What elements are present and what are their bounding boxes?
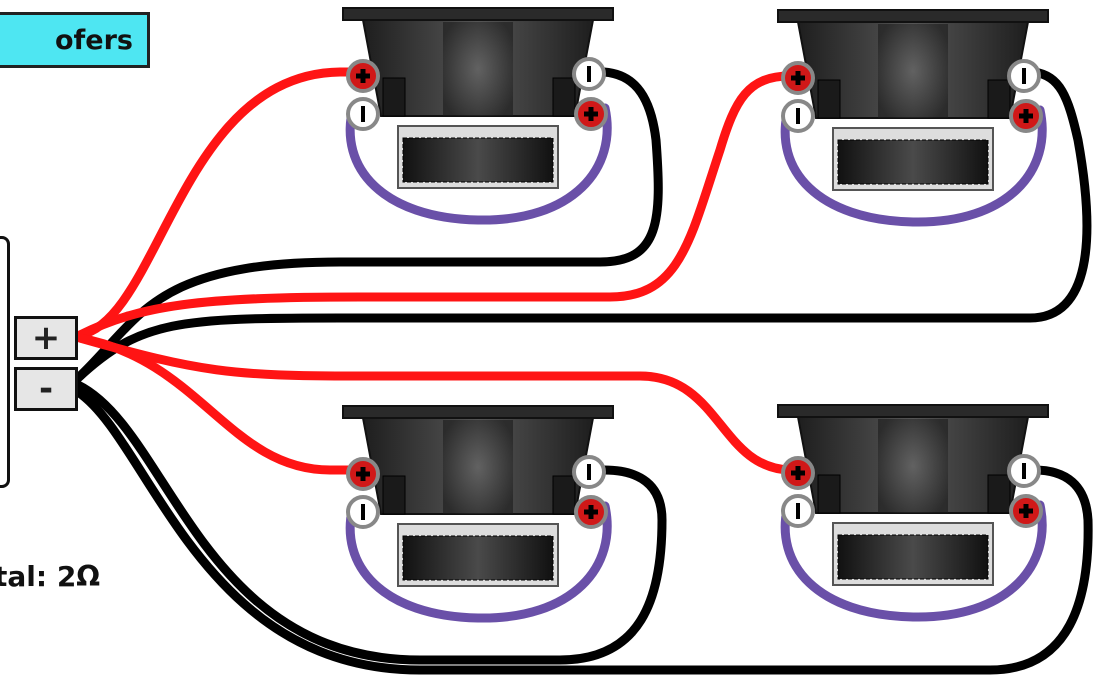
terminal-negative-1 xyxy=(346,97,380,131)
terminal-positive-2 xyxy=(1009,494,1043,528)
speaker-ring xyxy=(342,405,614,419)
terminal-block-left xyxy=(382,475,406,515)
terminal-block-left xyxy=(382,77,406,117)
positive-wire-top-right xyxy=(75,71,795,340)
jumper-wire xyxy=(345,103,612,225)
speaker-ring xyxy=(342,7,614,21)
plus-icon xyxy=(356,467,370,481)
magnet xyxy=(402,535,554,581)
terminal-block-right xyxy=(987,474,1011,514)
negative-wires xyxy=(73,67,1093,675)
terminal-block-left xyxy=(817,474,841,514)
plus-icon xyxy=(584,505,598,519)
subwoofer-bottom-right xyxy=(777,404,1049,622)
magnet xyxy=(837,139,989,185)
terminal-negative-1 xyxy=(346,495,380,529)
speaker-ring xyxy=(777,404,1049,418)
terminal-negative-2 xyxy=(572,57,606,91)
negative-wire-top-right xyxy=(73,67,1092,383)
positive-wire-top-left xyxy=(75,67,365,340)
terminal-positive-1 xyxy=(781,456,815,490)
terminal-negative-2 xyxy=(1007,59,1041,93)
subwoofers xyxy=(342,7,1049,623)
negative-wire-bottom-right xyxy=(73,387,1093,675)
terminal-positive-1 xyxy=(346,457,380,491)
terminal-negative-2 xyxy=(1007,454,1041,488)
subwoofer-top-right xyxy=(777,9,1049,227)
plus-icon xyxy=(791,466,805,480)
terminal-positive-1 xyxy=(346,59,380,93)
positive-wires xyxy=(75,67,795,475)
terminal-block-right xyxy=(987,79,1011,119)
terminal-positive-2 xyxy=(574,97,608,131)
speaker-cone xyxy=(443,22,513,116)
amp-positive-terminal: + xyxy=(14,316,78,360)
amplifier-body xyxy=(0,236,10,488)
magnet xyxy=(837,534,989,580)
magnet xyxy=(402,137,554,183)
speaker-ring xyxy=(777,9,1049,23)
terminal-negative-2 xyxy=(572,455,606,489)
terminal-negative-1 xyxy=(781,494,815,528)
plus-icon xyxy=(791,71,805,85)
amp-negative-terminal: - xyxy=(14,367,78,411)
terminal-positive-2 xyxy=(1009,99,1043,133)
terminal-positive-1 xyxy=(781,61,815,95)
jumper-wire xyxy=(780,105,1047,227)
subwoofer-bottom-left xyxy=(342,405,614,623)
title: ofers xyxy=(55,24,133,56)
plus-icon xyxy=(584,107,598,121)
jumper-wire xyxy=(780,500,1047,622)
positive-wire-bottom-right xyxy=(75,333,795,475)
speaker-cone xyxy=(878,24,948,118)
negative-wire-bottom-left xyxy=(73,380,667,665)
terminal-block-right xyxy=(552,77,576,117)
plus-icon xyxy=(1019,504,1033,518)
amp-negative-label: - xyxy=(38,369,54,409)
terminal-negative-1 xyxy=(781,99,815,133)
speaker-cone xyxy=(443,420,513,514)
amp-positive-label: + xyxy=(31,318,61,358)
total-impedance: tal: 2Ω xyxy=(0,560,101,593)
subwoofer-top-left xyxy=(342,7,614,225)
terminal-block-right xyxy=(552,475,576,515)
title-box: ofers xyxy=(0,12,150,68)
speaker-cone xyxy=(878,419,948,513)
plus-icon xyxy=(356,69,370,83)
terminal-positive-2 xyxy=(574,495,608,529)
plus-icon xyxy=(1019,109,1033,123)
jumper-wire xyxy=(345,501,612,623)
terminal-block-left xyxy=(817,79,841,119)
